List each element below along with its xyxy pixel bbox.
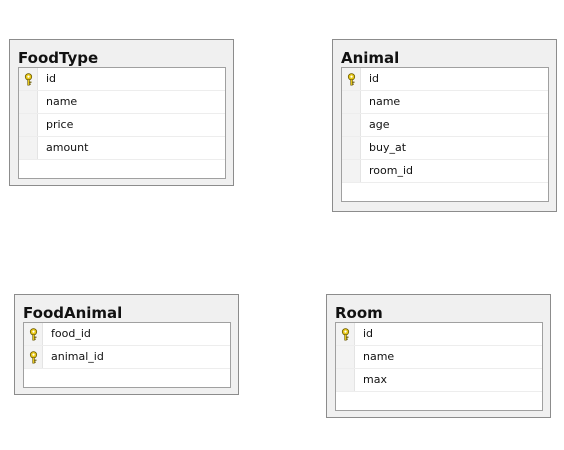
- column-row[interactable]: buy_at: [342, 137, 548, 160]
- column-row[interactable]: food_id: [24, 323, 230, 346]
- column-row[interactable]: max: [336, 369, 542, 392]
- primary-key-icon: [341, 328, 350, 341]
- table-title: FoodAnimal: [23, 304, 123, 322]
- column-name: price: [46, 118, 74, 131]
- column-row[interactable]: name: [336, 346, 542, 369]
- row-selector: [342, 114, 361, 136]
- row-selector: [336, 346, 355, 368]
- primary-key-icon: [347, 73, 356, 86]
- row-selector: [19, 137, 38, 159]
- table-title: FoodType: [18, 49, 99, 67]
- column-row[interactable]: room_id: [342, 160, 548, 183]
- column-grid: id name max: [335, 322, 543, 411]
- row-selector: [342, 137, 361, 159]
- row-selector: [336, 369, 355, 391]
- column-name: max: [363, 373, 387, 386]
- column-grid: id name price amount: [18, 67, 226, 179]
- column-row[interactable]: id: [342, 68, 548, 91]
- column-grid: food_id animal_id: [23, 322, 231, 388]
- table-foodanimal[interactable]: FoodAnimal food_id animal_id: [14, 294, 239, 395]
- table-room[interactable]: Room id name max: [326, 294, 551, 418]
- column-row[interactable]: price: [19, 114, 225, 137]
- column-row[interactable]: amount: [19, 137, 225, 160]
- table-title: Animal: [341, 49, 400, 67]
- column-row[interactable]: name: [342, 91, 548, 114]
- column-name: name: [369, 95, 401, 108]
- column-name: id: [363, 327, 374, 340]
- row-selector: [19, 114, 38, 136]
- primary-key-icon: [24, 73, 33, 86]
- primary-key-icon: [29, 328, 38, 341]
- table-foodtype[interactable]: FoodType id name price amount: [9, 39, 234, 186]
- column-row[interactable]: id: [336, 323, 542, 346]
- empty-row: [336, 392, 542, 410]
- column-row[interactable]: animal_id: [24, 346, 230, 369]
- column-row[interactable]: name: [19, 91, 225, 114]
- column-name: id: [46, 72, 57, 85]
- column-name: room_id: [369, 164, 413, 177]
- primary-key-icon: [29, 351, 38, 364]
- column-name: name: [46, 95, 78, 108]
- column-row[interactable]: age: [342, 114, 548, 137]
- empty-row: [19, 160, 225, 178]
- column-name: age: [369, 118, 390, 131]
- column-name: id: [369, 72, 380, 85]
- column-name: buy_at: [369, 141, 407, 154]
- column-name: animal_id: [51, 350, 104, 363]
- column-name: amount: [46, 141, 89, 154]
- column-name: name: [363, 350, 395, 363]
- row-selector: [19, 91, 38, 113]
- column-name: food_id: [51, 327, 91, 340]
- column-grid: id name age buy_at room_id: [341, 67, 549, 202]
- table-title: Room: [335, 304, 383, 322]
- row-selector: [342, 160, 361, 182]
- empty-row: [342, 183, 548, 201]
- column-row[interactable]: id: [19, 68, 225, 91]
- empty-row: [24, 369, 230, 387]
- table-animal[interactable]: Animal id name age buy_at room_id: [332, 39, 557, 212]
- row-selector: [342, 91, 361, 113]
